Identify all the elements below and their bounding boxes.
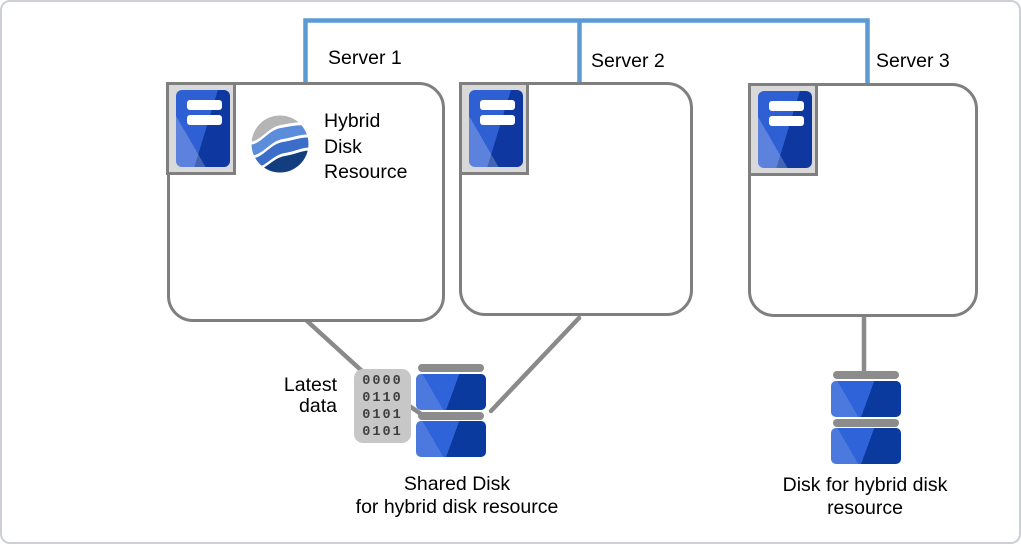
hybrid-disk-caption-line: Disk for hybrid disk <box>782 474 948 496</box>
disk-platter <box>831 381 901 417</box>
server-slot <box>769 116 804 126</box>
disk-bar <box>833 371 899 379</box>
server3-icon <box>748 83 818 176</box>
server1-icon <box>166 82 236 175</box>
binary-row: 0101 <box>362 408 403 423</box>
hybrid-disk-caption-line: resource <box>827 497 903 519</box>
server3-label: Server 3 <box>876 50 950 72</box>
server-slot <box>187 100 222 110</box>
disk-bar <box>418 364 484 372</box>
server-unit <box>176 90 230 167</box>
latest-data-label: Latest data <box>257 375 337 417</box>
server-slot <box>480 100 515 110</box>
binary-row: 0000 <box>362 374 403 389</box>
server1-to-shared-disk-line <box>303 317 365 374</box>
shared-disk-caption: Shared Disk for hybrid disk resource <box>332 473 582 519</box>
disk-platter <box>416 374 486 410</box>
server1-label: Server 1 <box>328 47 402 69</box>
disk-bar <box>418 412 484 420</box>
hybrid-disk-caption: Disk for hybrid disk resource <box>765 474 965 520</box>
hybrid-disk-resource-label: Hybrid Disk Resource <box>324 109 407 186</box>
hybrid-disk-resource-line: Disk <box>324 135 362 158</box>
latest-data-line: data <box>299 395 337 417</box>
shared-disk-icon <box>416 363 486 458</box>
disk-platter <box>416 421 486 457</box>
hybrid-disk-icon <box>831 370 901 465</box>
hybrid-disk-resource-line: Resource <box>324 161 408 183</box>
binary-row: 0101 <box>362 425 403 440</box>
server2-label: Server 2 <box>591 50 665 72</box>
server-unit <box>469 90 523 167</box>
server-unit <box>758 91 812 168</box>
shared-disk-caption-line: for hybrid disk resource <box>355 496 559 518</box>
hybrid-disk-resource-line: Hybrid <box>324 110 381 132</box>
disk-bar <box>833 419 899 427</box>
binary-data-icon: 0000 0110 0101 0101 <box>354 369 411 443</box>
server2-to-shared-disk-line <box>488 315 582 414</box>
server2-box <box>459 82 693 316</box>
server2-icon <box>459 82 529 175</box>
shared-disk-caption-line: Shared Disk <box>403 473 511 495</box>
interconnect-line <box>303 18 870 84</box>
binary-row: 0110 <box>362 391 403 406</box>
latest-data-line: Latest <box>283 374 337 396</box>
server-slot <box>187 115 222 125</box>
server-slot <box>769 101 804 111</box>
disk-platter <box>831 428 901 464</box>
server-slot <box>480 115 515 125</box>
hybrid-disk-resource-icon <box>251 115 309 173</box>
